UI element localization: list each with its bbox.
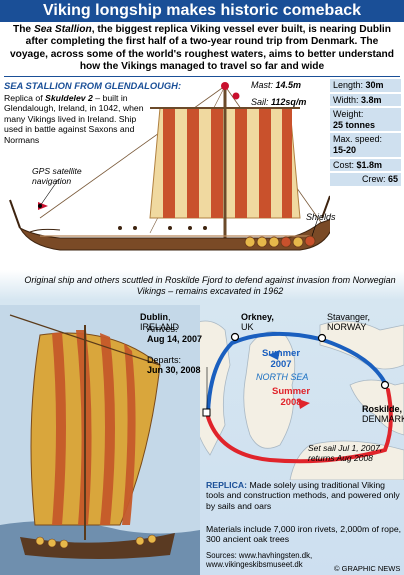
replica-note-head: REPLICA:: [206, 480, 248, 490]
stat-value: 3.8m: [361, 94, 382, 105]
departs-label: Departs:: [147, 355, 182, 365]
stat-label: Max. speed:: [333, 134, 383, 145]
excavation-caption: Original ship and others scuttled in Ros…: [24, 275, 396, 296]
departs-info: Departs:Jun 30, 2008: [147, 355, 201, 376]
stat-value: 65: [387, 174, 398, 185]
stat-max-speed: Max. speed: 15-20: [329, 132, 402, 158]
desc-part: Replica of: [4, 93, 46, 103]
arrives-label: Arrives:: [147, 324, 178, 334]
arrives-info: Arrives:Aug 14, 2007: [147, 324, 202, 345]
sources: Sources: www.havhingsten.dk,www.vikinges…: [206, 551, 336, 569]
orkney-label: Orkney,UK: [241, 312, 274, 333]
stat-cost: Cost: $1.8m: [329, 157, 402, 173]
orkney-name: Orkney,: [241, 312, 274, 322]
stat-width: Width: 3.8m: [329, 92, 402, 108]
stat-label: Crew:: [361, 174, 388, 185]
replica-description: Replica of Skuldelev 2 – built in Glenda…: [4, 93, 149, 145]
roskilde-label: Roskilde,DENMARK: [362, 404, 404, 425]
sail-label: Sail: 112sq/m: [251, 97, 306, 107]
stat-length: Length: 30m: [329, 78, 402, 93]
dublin-label: Dublin, IRELAND: [140, 312, 200, 333]
sail-label-text: Sail:: [251, 97, 272, 107]
dublin-country: , IRELAND: [140, 312, 180, 333]
stat-label: Cost:: [333, 159, 357, 170]
stavanger-label: Stavanger,NORWAY: [327, 312, 370, 333]
replica-note: REPLICA: Made solely using traditional V…: [206, 480, 402, 511]
stavanger-country: NORWAY: [327, 322, 367, 333]
arrives-date: Aug 14, 2007: [147, 334, 203, 345]
stat-value: 25 tonnes: [333, 119, 376, 130]
set-sail-note: Set sail Jul 1, 2007, returns Aug 2008: [308, 443, 383, 463]
materials-note: Materials include 7,000 iron rivets, 2,0…: [206, 524, 402, 545]
roskilde-country: DENMARK: [362, 414, 404, 425]
stat-value: 30m: [365, 80, 384, 90]
mast-value: 14.5m: [275, 80, 302, 90]
stats-panel: Length: 30m Width: 3.8m Weight: 25 tonne…: [329, 78, 402, 187]
stavanger-name: Stavanger,: [327, 312, 371, 322]
gps-label: GPS satellite navigation: [32, 166, 82, 186]
departs-date: Jun 30, 2008: [147, 365, 201, 376]
orkney-country: UK: [241, 322, 254, 333]
divider: [4, 76, 400, 77]
stat-label: Width:: [333, 94, 362, 105]
desc-part: – built in Glendalough, Ireland, in 1042…: [4, 93, 144, 145]
route-2007-season: Summer: [262, 348, 301, 359]
stat-crew: Crew: 65: [329, 172, 402, 187]
sea-label: NORTH SEA: [256, 372, 309, 382]
replica-note-body: Made solely using traditional Viking too…: [206, 480, 400, 511]
route-2007-year: 2007: [270, 359, 292, 370]
intro-text: The Sea Stallion, the biggest replica Vi…: [6, 24, 398, 74]
dublin-name: Dublin: [140, 312, 168, 322]
mast-label: Mast: 14.5m: [251, 80, 301, 90]
sources-line: Sources: www.havhingsten.dk,: [206, 551, 313, 560]
roskilde-name: Roskilde,: [362, 404, 403, 414]
mast-label-text: Mast:: [251, 80, 276, 90]
intro-ship-name: Sea Stallion: [33, 24, 92, 35]
stat-weight: Weight: 25 tonnes: [329, 107, 402, 133]
stat-label: Length:: [333, 80, 366, 90]
desc-ship-name: Skuldelev 2: [45, 93, 93, 103]
copyright: © GRAPHIC NEWS: [334, 564, 401, 573]
longship-illustration: [9, 82, 330, 251]
sail-value: 112sq/m: [271, 97, 307, 107]
route-2008-season: Summer: [272, 386, 311, 397]
route-2008-year: 2008: [280, 397, 302, 408]
stat-value: 15-20: [333, 144, 357, 155]
longship-sail-illustration: [0, 305, 200, 575]
shields-label: Shields: [306, 212, 336, 222]
stat-value: $1.8m: [356, 159, 383, 170]
page-title: Viking longship makes historic comeback: [0, 0, 404, 22]
intro-text-part: , the biggest replica Viking vessel ever…: [10, 24, 394, 73]
section-title: SEA STALLION FROM GLENDALOUGH:: [4, 80, 182, 91]
sources-line: www.vikingeskibsmuseet.dk: [206, 560, 303, 569]
intro-text-part: The: [12, 24, 34, 35]
stat-label: Weight:: [333, 109, 364, 120]
